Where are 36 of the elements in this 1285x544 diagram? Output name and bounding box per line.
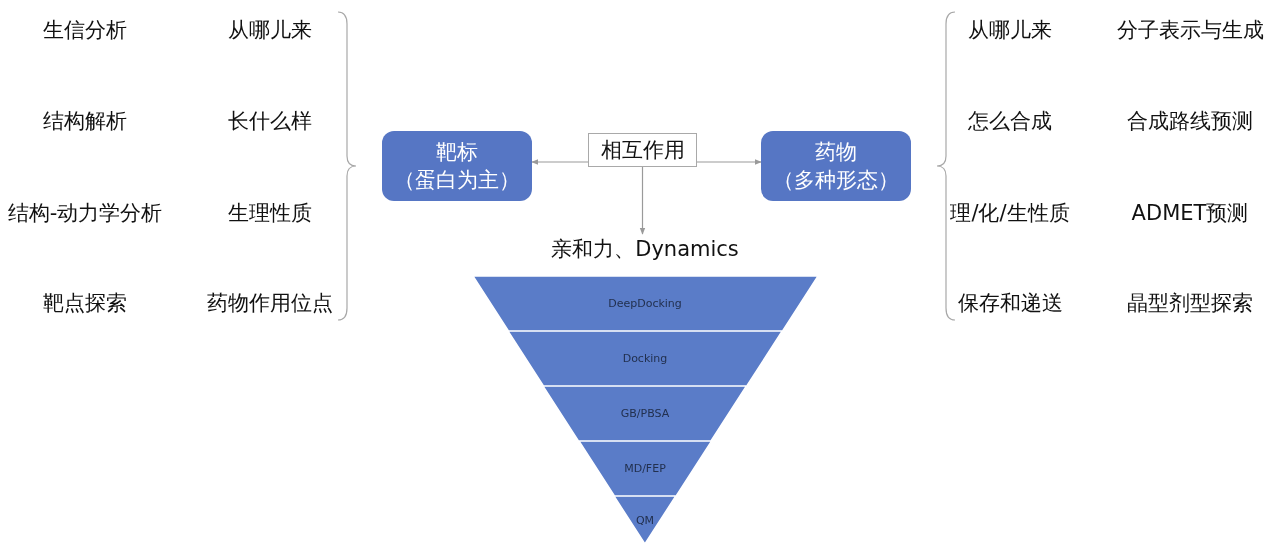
annotation-text: 晶型剂型探索 bbox=[1127, 290, 1253, 317]
annotation-text: 靶点探索 bbox=[43, 290, 127, 317]
node-title: 靶标 bbox=[436, 139, 478, 166]
arrow bbox=[639, 166, 646, 235]
annotation-text: 从哪儿来 bbox=[968, 17, 1052, 44]
annotation-text: 从哪儿来 bbox=[228, 17, 312, 44]
funnel-band bbox=[543, 386, 747, 441]
label-box bbox=[588, 133, 697, 167]
annotation-text: 结构-动力学分析 bbox=[7, 200, 163, 227]
process-box bbox=[761, 131, 911, 201]
arrow bbox=[531, 159, 589, 165]
process-box bbox=[382, 131, 532, 201]
node-subtitle: （多种形态） bbox=[773, 167, 899, 194]
band-label: Docking bbox=[622, 352, 668, 365]
annotation-text: 分子表示与生成 bbox=[1116, 17, 1264, 44]
band-label: QM bbox=[635, 513, 655, 527]
band-label: DeepDocking bbox=[608, 297, 682, 310]
annotation-text: 长什么样 bbox=[228, 108, 312, 135]
annotation-text: 生理性质 bbox=[228, 200, 312, 227]
band-label: GB/PBSA bbox=[620, 407, 670, 420]
annotation-text: 保存和递送 bbox=[957, 290, 1063, 317]
annotation-text: 药物作用位点 bbox=[207, 290, 333, 317]
annotation-text: 结构解析 bbox=[43, 108, 127, 135]
node-subtitle: （蛋白为主） bbox=[394, 167, 520, 194]
arrow bbox=[696, 159, 762, 165]
funnel-band bbox=[507, 331, 783, 386]
annotation-text: 理/化/生性质 bbox=[950, 200, 1070, 227]
funnel-band bbox=[472, 276, 818, 331]
annotation-text: 合成路线预测 bbox=[1127, 108, 1253, 135]
annotation-text: 生信分析 bbox=[43, 17, 127, 44]
node-title: 药物 bbox=[815, 139, 857, 166]
node-title: 亲和力、Dynamics bbox=[551, 236, 739, 263]
annotation-text: 怎么合成 bbox=[968, 108, 1052, 135]
annotation-text: ADMET预测 bbox=[1131, 200, 1249, 227]
node-title: 相互作用 bbox=[600, 137, 685, 164]
band-label: MD/FEP bbox=[624, 462, 666, 475]
